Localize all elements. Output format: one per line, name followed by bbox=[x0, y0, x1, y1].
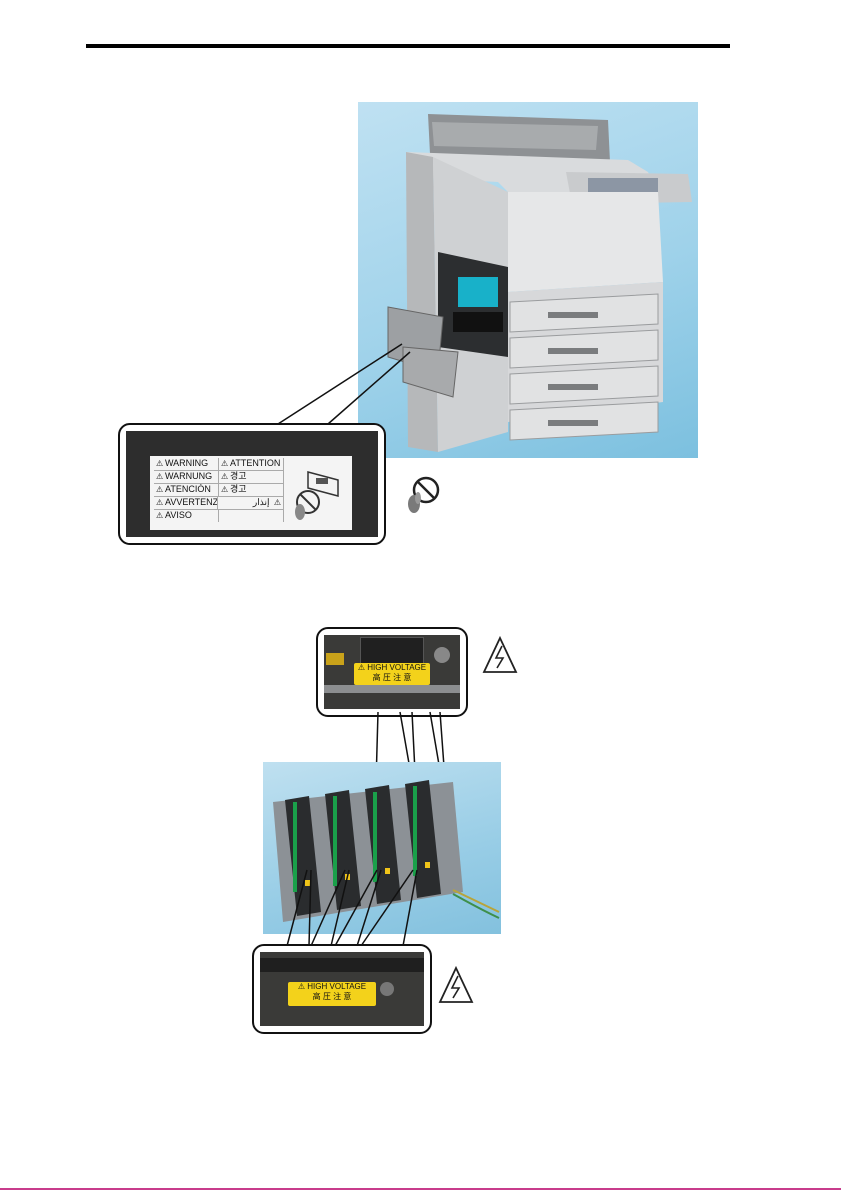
warning-triangle-icon: ⚠ bbox=[156, 484, 165, 495]
bottom-rule bbox=[0, 1188, 841, 1190]
warning-label-photo: ⚠WARNING ⚠ATTENTION ⚠WARNUNG ⚠경고 ⚠ATENCI… bbox=[126, 431, 378, 537]
warning-row: ⚠WARNUNG ⚠경고 bbox=[154, 471, 284, 484]
warning-triangle-icon: ⚠ bbox=[221, 458, 230, 469]
label-leader-lines bbox=[270, 300, 450, 440]
warning-triangle-icon: ⚠ bbox=[156, 510, 165, 521]
high-voltage-sticker-top: ⚠ HIGH VOLTAGE 高 圧 注 意 bbox=[354, 663, 430, 685]
warning-row: ⚠AVVERTENZA إنذار ⚠ bbox=[154, 497, 284, 510]
warning-row: ⚠AVISO bbox=[154, 510, 284, 522]
no-touch-pictogram bbox=[288, 462, 350, 524]
warning-triangle-icon: ⚠ bbox=[221, 484, 230, 495]
high-voltage-icon bbox=[482, 636, 518, 676]
warning-row: ⚠ATENCIÓN ⚠경고 bbox=[154, 484, 284, 497]
high-voltage-sticker-bottom: ⚠ HIGH VOLTAGE 高 圧 注 意 bbox=[288, 982, 376, 1006]
warning-row: ⚠WARNING ⚠ATTENTION bbox=[154, 458, 284, 471]
warning-triangle-icon: ⚠ bbox=[156, 471, 165, 482]
high-voltage-photo-bottom: ⚠ HIGH VOLTAGE 高 圧 注 意 bbox=[260, 952, 424, 1026]
bottom-leader-lines bbox=[285, 868, 425, 950]
high-voltage-callout-bottom: ⚠ HIGH VOLTAGE 高 圧 注 意 bbox=[252, 944, 432, 1034]
warning-triangle-icon: ⚠ bbox=[298, 982, 305, 991]
warning-triangle-icon: ⚠ bbox=[358, 663, 365, 672]
warning-triangle-icon: ⚠ bbox=[272, 497, 281, 508]
high-voltage-icon bbox=[438, 966, 474, 1006]
top-rule bbox=[86, 44, 730, 48]
warning-label-callout: ⚠WARNING ⚠ATTENTION ⚠WARNUNG ⚠경고 ⚠ATENCI… bbox=[118, 423, 386, 545]
high-voltage-callout-top: ⚠ HIGH VOLTAGE 高 圧 注 意 bbox=[316, 627, 468, 717]
no-touch-icon bbox=[404, 474, 444, 516]
warning-label-card: ⚠WARNING ⚠ATTENTION ⚠WARNUNG ⚠경고 ⚠ATENCI… bbox=[150, 456, 352, 530]
warning-triangle-icon: ⚠ bbox=[156, 497, 165, 508]
warning-triangle-icon: ⚠ bbox=[156, 458, 165, 469]
warning-triangle-icon: ⚠ bbox=[221, 471, 230, 482]
high-voltage-photo-top: ⚠ HIGH VOLTAGE 高 圧 注 意 bbox=[324, 635, 460, 709]
warning-text-grid: ⚠WARNING ⚠ATTENTION ⚠WARNUNG ⚠경고 ⚠ATENCI… bbox=[154, 458, 284, 522]
